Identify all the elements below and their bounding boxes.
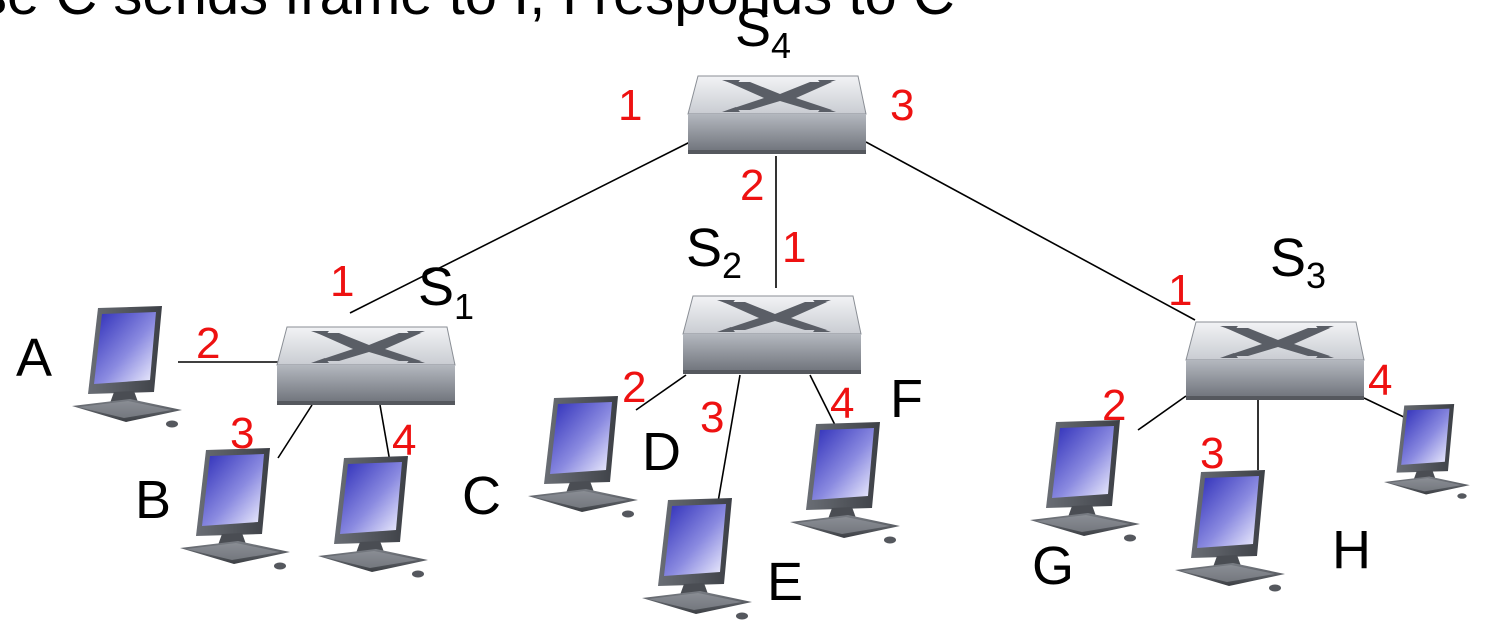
port-label-s2-3: 3 bbox=[700, 393, 724, 442]
link-s1-b bbox=[277, 404, 313, 459]
link-s4-s3 bbox=[865, 141, 1196, 321]
switch-s1: S1 bbox=[276, 257, 474, 406]
port-label-s1-1: 1 bbox=[330, 257, 354, 306]
svg-text:S2: S2 bbox=[686, 218, 742, 286]
host-e: E bbox=[642, 498, 803, 620]
port-label-s4-2: 2 bbox=[740, 161, 764, 210]
host-g-label: G bbox=[1032, 536, 1074, 596]
computer-icon bbox=[72, 306, 182, 428]
link-s2-e bbox=[717, 374, 741, 503]
port-label-s3-1: 1 bbox=[1168, 266, 1192, 315]
computer-icon bbox=[1384, 404, 1470, 499]
computer-icon bbox=[180, 448, 290, 570]
network-switch-icon bbox=[687, 75, 867, 155]
host-b: B bbox=[135, 448, 290, 570]
network-switch-icon bbox=[1185, 321, 1365, 401]
port-label-s4-1: 1 bbox=[618, 81, 642, 130]
port-label-s2-2: 2 bbox=[622, 363, 646, 412]
svg-text:S3: S3 bbox=[1270, 228, 1326, 296]
switch-s4-subscript: 4 bbox=[771, 25, 791, 66]
port-label-s1-4: 4 bbox=[392, 416, 416, 465]
link-s2-d bbox=[635, 374, 687, 411]
port-label-s3-3: 3 bbox=[1200, 429, 1224, 478]
host-f-label: F bbox=[890, 369, 923, 429]
port-labels: 1 2 3 1 2 3 4 1 2 3 4 1 2 3 4 bbox=[196, 81, 1392, 478]
link-s4-s1 bbox=[349, 141, 691, 314]
link-s3-g bbox=[1137, 395, 1187, 431]
switch-s1-name: S bbox=[418, 257, 454, 317]
switch-s2-name: S bbox=[686, 218, 722, 278]
port-label-s2-4: 4 bbox=[830, 379, 854, 428]
computer-icon bbox=[790, 422, 900, 544]
host-c: C bbox=[318, 456, 501, 578]
network-switch-icon bbox=[682, 295, 862, 375]
svg-text:S4: S4 bbox=[735, 0, 791, 66]
port-label-s4-3: 3 bbox=[890, 81, 914, 130]
port-label-s3-4: 4 bbox=[1368, 356, 1392, 405]
host-c-label: C bbox=[462, 466, 501, 526]
switch-s2: S2 bbox=[682, 218, 862, 375]
host-h-label: H bbox=[1332, 520, 1371, 580]
switch-s3-subscript: 3 bbox=[1306, 255, 1326, 296]
network-switch-icon bbox=[276, 326, 456, 406]
computer-icon bbox=[642, 498, 752, 620]
host-f: F bbox=[790, 369, 923, 544]
computer-icon bbox=[528, 396, 638, 518]
switch-s4: S4 bbox=[687, 0, 867, 155]
link-s3-i bbox=[1363, 397, 1411, 421]
switch-s2-subscript: 2 bbox=[722, 245, 742, 286]
switch-s3-name: S bbox=[1270, 228, 1306, 288]
port-label-s3-2: 2 bbox=[1102, 381, 1126, 430]
host-a: A bbox=[16, 306, 182, 428]
switch-s4-name: S bbox=[735, 0, 771, 58]
host-g: G bbox=[1030, 420, 1140, 596]
host-d: D bbox=[528, 396, 681, 518]
port-label-s1-3: 3 bbox=[230, 409, 254, 458]
computer-icon bbox=[1030, 420, 1140, 542]
host-i bbox=[1384, 404, 1470, 499]
computer-icon bbox=[1175, 470, 1285, 592]
port-label-s1-2: 2 bbox=[196, 319, 220, 368]
switch-s3: S3 bbox=[1185, 228, 1365, 401]
slide-heading: se C sends frame to I, I responds to C bbox=[0, 0, 955, 27]
host-b-label: B bbox=[135, 470, 171, 530]
svg-text:S1: S1 bbox=[418, 257, 474, 327]
host-a-label: A bbox=[16, 328, 52, 388]
switch-s1-subscript: 1 bbox=[454, 286, 474, 327]
link-s1-c bbox=[379, 404, 391, 463]
host-d-label: D bbox=[642, 422, 681, 482]
links bbox=[178, 141, 1411, 503]
host-h: H bbox=[1175, 470, 1371, 592]
link-s2-f bbox=[809, 374, 836, 426]
computer-icon bbox=[318, 456, 428, 578]
host-e-label: E bbox=[767, 552, 803, 612]
port-label-s2-1: 1 bbox=[782, 223, 806, 272]
